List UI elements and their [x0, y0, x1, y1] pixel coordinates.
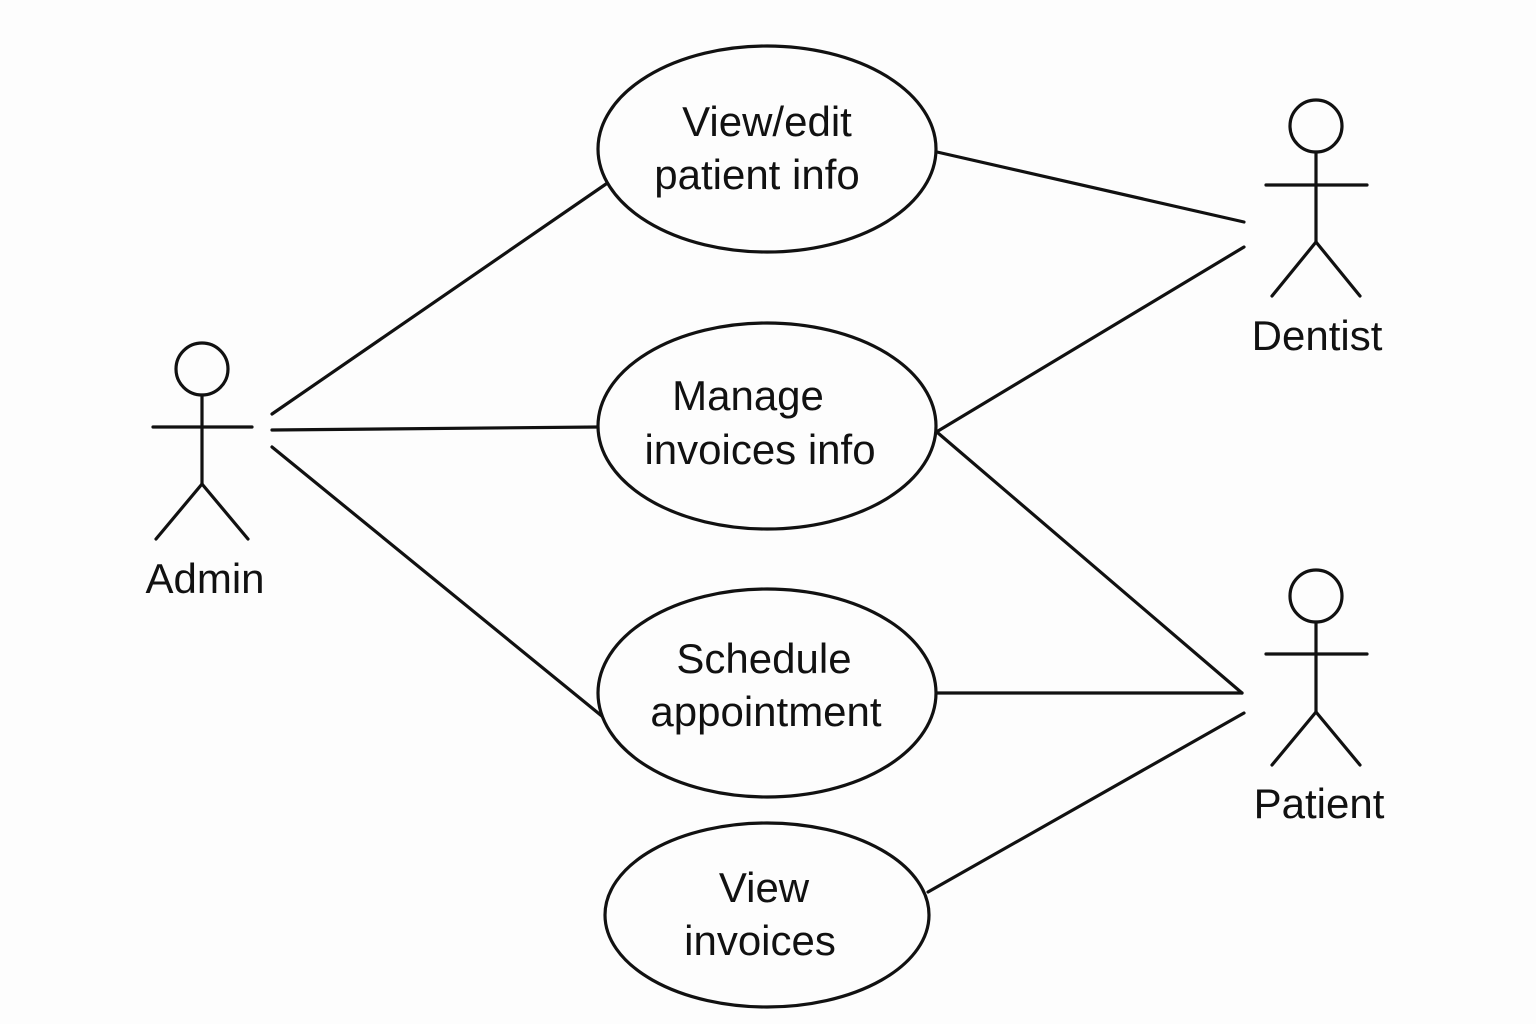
actor-dentist: Dentist [1252, 98, 1383, 359]
use-case-manage-invoices-info: Manage invoices info [596, 321, 938, 531]
use-case-label-line2: invoices [684, 917, 836, 964]
actor-patient: Patient [1254, 568, 1385, 827]
use-case-schedule-appointment: Schedule appointment [596, 587, 938, 799]
actor-label: Dentist [1252, 312, 1383, 359]
stick-figure-icon [1264, 568, 1369, 767]
use-case-ellipse [596, 321, 938, 531]
association-admin-schedule-appointment [270, 445, 605, 719]
stick-figure-icon [1264, 98, 1369, 298]
use-case-label-line1: View/edit [682, 98, 852, 145]
use-case-label-line1: Manage [672, 372, 824, 419]
use-case-ellipse [596, 587, 938, 799]
association-admin-view-edit-patient-info [270, 182, 608, 416]
stick-figure-icon [151, 341, 254, 541]
actor-label: Patient [1254, 780, 1385, 827]
use-case-label-line2: appointment [650, 688, 881, 735]
use-case-label-line2: patient info [654, 151, 860, 198]
use-case-label-line1: View [719, 864, 810, 911]
use-case-view-edit-patient-info: View/edit patient info [596, 44, 938, 254]
association-lines [270, 150, 1246, 894]
use-case-label-line2: invoices info [644, 426, 875, 473]
association-admin-manage-invoices-info [270, 425, 601, 432]
use-case-label-line1: Schedule [676, 635, 851, 682]
association-dentist-manage-invoices-info [936, 245, 1246, 433]
actor-label: Admin [145, 555, 264, 602]
association-patient-manage-invoices-info [936, 431, 1244, 695]
use-case-view-invoices: View invoices [603, 821, 931, 1009]
use-case-ellipse [596, 44, 938, 254]
association-dentist-view-edit-patient-info [935, 150, 1246, 224]
use-case-ellipse [603, 821, 931, 1009]
association-patient-view-invoices [926, 711, 1246, 894]
actor-admin: Admin [145, 341, 265, 602]
